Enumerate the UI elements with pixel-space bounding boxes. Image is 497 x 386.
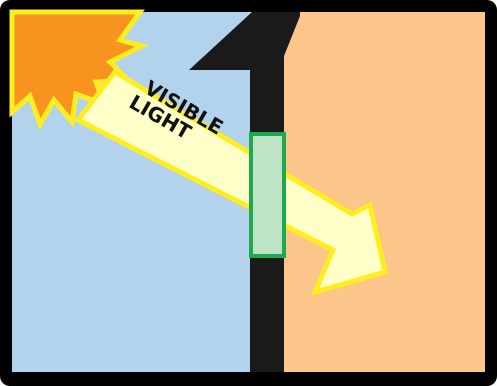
window-pane bbox=[251, 134, 284, 256]
